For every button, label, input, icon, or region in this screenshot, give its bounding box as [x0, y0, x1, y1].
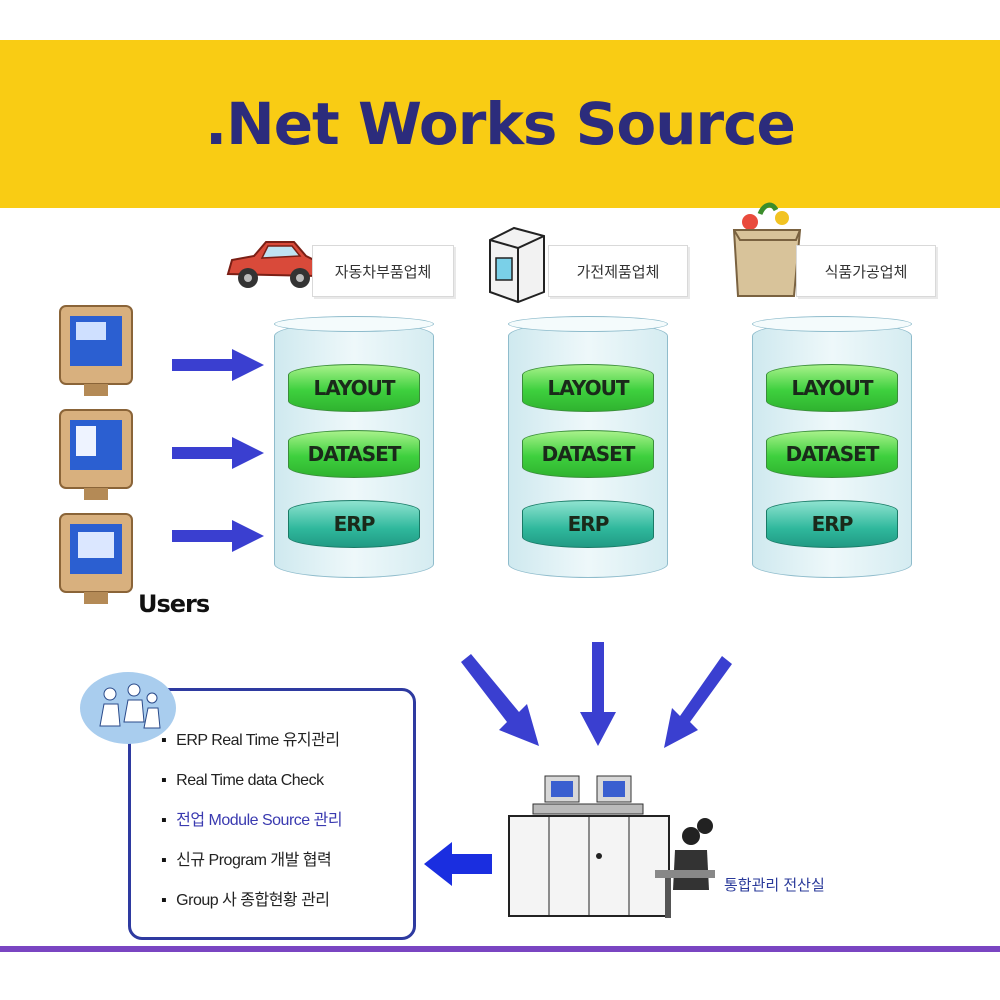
database-cylinder: LAYOUT DATASET ERP — [508, 316, 668, 584]
layer-layout: LAYOUT — [522, 364, 654, 412]
layer-erp: ERP — [288, 500, 420, 548]
info-box: ERP Real Time 유지관리 Real Time data Check … — [128, 688, 416, 940]
layer-layout: LAYOUT — [288, 364, 420, 412]
grocery-bag-icon — [732, 202, 802, 297]
right-arrow-icon — [172, 437, 264, 469]
info-list: ERP Real Time 유지관리 Real Time data Check … — [161, 721, 342, 921]
right-arrow-icon — [172, 349, 264, 381]
database-cylinder: LAYOUT DATASET ERP — [752, 316, 912, 584]
user-computer-icon — [59, 409, 133, 500]
info-item: ERP Real Time 유지관리 — [161, 721, 342, 761]
info-item: Group 사 종합현황 관리 — [161, 881, 342, 921]
company-label-auto-parts: 자동차부품업체 — [312, 245, 454, 297]
users-label: Users — [138, 590, 210, 618]
layer-dataset: DATASET — [522, 430, 654, 478]
layer-dataset: DATASET — [766, 430, 898, 478]
team-people-icon — [80, 672, 176, 744]
server-room-icon — [508, 775, 715, 918]
info-item: 신규 Program 개발 협력 — [161, 841, 342, 881]
appliance-icon — [489, 226, 545, 304]
down-left-arrow-icon — [664, 656, 732, 748]
page-title: .Net Works Source — [205, 90, 796, 158]
right-arrow-icon — [172, 520, 264, 552]
layer-erp: ERP — [522, 500, 654, 548]
down-right-arrow-icon — [461, 654, 539, 746]
car-icon — [226, 241, 320, 288]
user-computer-icon — [59, 513, 133, 604]
title-band: .Net Works Source — [0, 40, 1000, 208]
down-arrow-icon — [580, 642, 616, 746]
company-label-food: 식품가공업체 — [796, 245, 936, 297]
layer-erp: ERP — [766, 500, 898, 548]
info-item: Real Time data Check — [161, 761, 342, 801]
layer-dataset: DATASET — [288, 430, 420, 478]
layer-layout: LAYOUT — [766, 364, 898, 412]
info-item: 전업 Module Source 관리 — [161, 801, 342, 841]
user-computer-icon — [59, 305, 133, 396]
company-label-appliances: 가전제품업체 — [548, 245, 688, 297]
bottom-divider — [0, 946, 1000, 952]
server-room-label: 통합관리 전산실 — [724, 877, 825, 894]
database-cylinder: LAYOUT DATASET ERP — [274, 316, 434, 584]
left-arrow-icon — [424, 842, 492, 886]
